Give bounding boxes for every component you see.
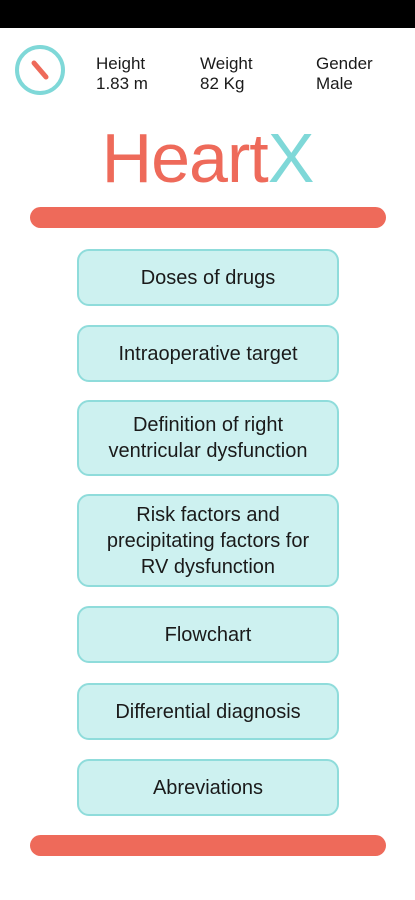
button-label: Abreviations (152, 776, 264, 799)
button-label: Risk factors and precipitating factors f… (107, 502, 309, 580)
risk-factors-button[interactable]: Risk factors and precipitating factors f… (77, 494, 339, 587)
gender-label: Gender (316, 54, 373, 73)
rv-dysfunction-definition-button[interactable]: Definition of right ventricular dysfunct… (77, 400, 339, 476)
flowchart-button[interactable]: Flowchart (77, 606, 339, 663)
intraoperative-target-button[interactable]: Intraoperative target (77, 325, 339, 382)
app-logo: HeartX (0, 120, 415, 196)
weight-value: 82 Kg (200, 74, 245, 93)
weight-label: Weight (200, 54, 253, 73)
button-label-line: Definition of right (132, 414, 284, 436)
button-label-line: ventricular dysfunction (108, 440, 308, 462)
height-label: Height (96, 54, 146, 73)
abreviations-button[interactable]: Abreviations (77, 759, 339, 816)
differential-diagnosis-button[interactable]: Differential diagnosis (77, 683, 339, 740)
needle-icon (31, 60, 49, 80)
bottom-divider-bar (30, 835, 386, 856)
logo-heart-text: Heart (101, 119, 269, 197)
doses-of-drugs-button[interactable]: Doses of drugs (77, 249, 339, 306)
button-label-line: precipitating factors for (106, 529, 310, 552)
button-label: Flowchart (164, 623, 252, 646)
height-stat: Height 1.83 m (96, 54, 148, 94)
button-label: Intraoperative target (118, 342, 298, 365)
weight-stat: Weight 82 Kg (200, 54, 253, 94)
button-label-line: Risk factors and (136, 503, 280, 526)
status-bar (0, 0, 415, 28)
logo-x-text: X (267, 119, 315, 197)
height-value: 1.83 m (96, 74, 148, 93)
gender-value: Male (316, 74, 353, 93)
button-label: Doses of drugs (140, 266, 276, 289)
profile-icon[interactable] (15, 45, 65, 95)
gender-stat: Gender Male (316, 54, 373, 94)
button-label: Differential diagnosis (115, 700, 301, 723)
button-label: Definition of right ventricular dysfunct… (109, 412, 308, 464)
button-label-line: RV dysfunction (140, 555, 276, 578)
top-divider-bar (30, 207, 386, 228)
